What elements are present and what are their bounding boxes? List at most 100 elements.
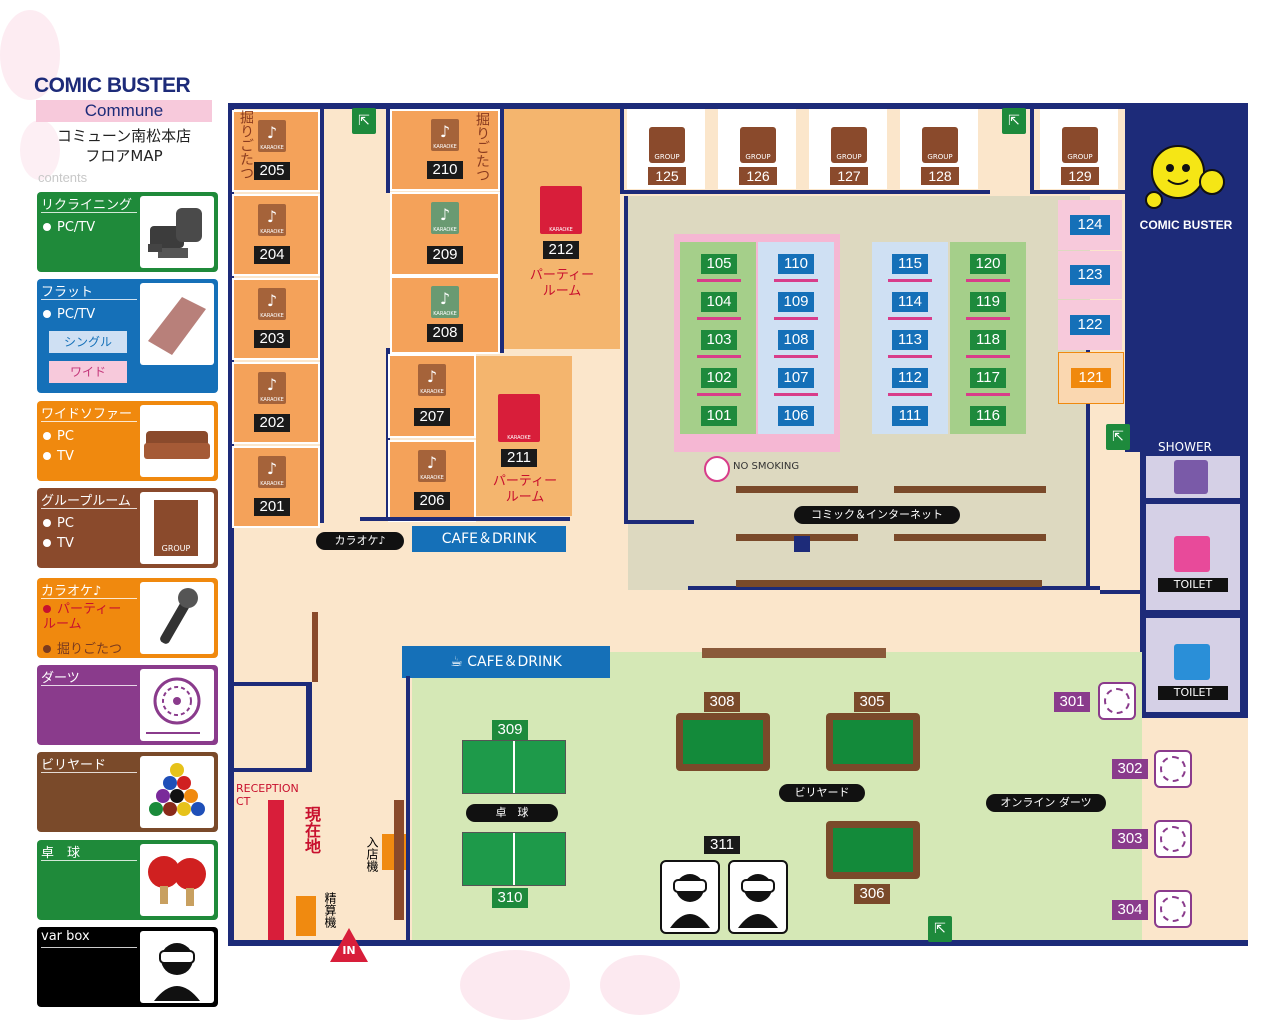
decor-petal (0, 10, 60, 100)
wall (360, 517, 570, 521)
booth-divider (888, 355, 932, 358)
booth-110[interactable]: 110 (760, 248, 830, 282)
emergency-exit-icon: ⇱ (352, 108, 376, 134)
group-icon: GROUP (922, 127, 958, 163)
booth-119[interactable]: 119 (952, 286, 1022, 320)
booth-number: 104 (701, 292, 737, 312)
cafe-drink-2[interactable]: ☕ CAFE＆DRINK (402, 646, 610, 678)
karaoke-icon: ♪KARAOKE (431, 286, 459, 318)
karaoke-icon: ♪KARAOKE (258, 288, 286, 320)
dart-machine-302[interactable] (1154, 750, 1192, 788)
booth-divider (697, 279, 741, 282)
legend-item: PC (43, 429, 74, 444)
booth-102[interactable]: 102 (683, 362, 753, 396)
booth-106[interactable]: 106 (760, 400, 830, 432)
booth-105[interactable]: 105 (683, 248, 753, 282)
vr-booth[interactable] (660, 860, 720, 934)
sofa-room-121[interactable]: 121 (1058, 352, 1124, 404)
booth-107[interactable]: 107 (760, 362, 830, 396)
shower-icon (1174, 460, 1208, 494)
legend-karaoke: カラオケ♪ パーティー ルーム 掘りごたつ (37, 578, 218, 658)
pingpong-table-310[interactable] (462, 832, 566, 886)
booth-divider (888, 279, 932, 282)
dart-machine-304[interactable] (1154, 890, 1192, 928)
booth-112[interactable]: 112 (874, 362, 944, 396)
booth-114[interactable]: 114 (874, 286, 944, 320)
legend-title: var box (41, 929, 90, 944)
booth-108[interactable]: 108 (760, 324, 830, 358)
legend-item: TV (43, 536, 74, 551)
flat-room-124[interactable]: 124 (1058, 200, 1122, 250)
booth-116[interactable]: 116 (952, 400, 1022, 432)
cafe-drink-1[interactable]: CAFE＆DRINK (412, 526, 566, 552)
booth-120[interactable]: 120 (952, 248, 1022, 282)
booth-113[interactable]: 113 (874, 324, 944, 358)
booth-101[interactable]: 101 (683, 400, 753, 432)
legend-recliner: リクライニング PC/TV (37, 192, 218, 272)
booth-number: 109 (778, 292, 814, 312)
reception-label: RECEPTION CT (236, 782, 299, 808)
billiard-table-308[interactable] (676, 713, 770, 771)
booth-109[interactable]: 109 (760, 286, 830, 320)
booth-divider (697, 317, 741, 320)
decor-petal (600, 955, 680, 1015)
karaoke-room-204[interactable]: ♪KARAOKE 204 (232, 194, 320, 276)
no-smoking-icon (704, 456, 730, 482)
room-number: 204 (254, 246, 290, 264)
payment-machine[interactable] (296, 896, 316, 936)
emergency-exit-icon: ⇱ (1002, 108, 1026, 134)
room-number: 212 (543, 241, 579, 259)
room-number: 209 (427, 246, 463, 264)
room-number: 201 (254, 498, 290, 516)
wall (620, 103, 624, 193)
pingpong-number: 310 (492, 888, 528, 908)
party-label: パーティー ルーム (529, 268, 595, 299)
booth-number: 113 (892, 330, 928, 350)
booth-divider (966, 279, 1010, 282)
wall (228, 103, 234, 946)
legend-title: ダーツ (41, 671, 80, 686)
flat-room-122[interactable]: 122 (1058, 300, 1122, 350)
booth-104[interactable]: 104 (683, 286, 753, 320)
entrance-in[interactable]: IN (330, 928, 368, 962)
brand-logo: COMIC BUSTER (34, 74, 191, 97)
group-icon: GROUP (740, 127, 776, 163)
dart-machine-303[interactable] (1154, 820, 1192, 858)
paddle-icon (140, 844, 214, 916)
room-number: 210 (427, 161, 463, 179)
booth-111[interactable]: 111 (874, 400, 944, 432)
billiard-table-306[interactable] (826, 821, 920, 879)
booth-number: 105 (701, 254, 737, 274)
sofa-icon (140, 405, 214, 477)
booth-118[interactable]: 118 (952, 324, 1022, 358)
booth-115[interactable]: 115 (874, 248, 944, 282)
pingpong-table-309[interactable] (462, 740, 566, 794)
booth-103[interactable]: 103 (683, 324, 753, 358)
pingpong-number: 309 (492, 720, 528, 740)
wall (688, 586, 1100, 590)
booth-117[interactable]: 117 (952, 362, 1022, 396)
vr-booth[interactable] (728, 860, 788, 934)
wall (1030, 103, 1034, 193)
karaoke-icon: ♪KARAOKE (258, 204, 286, 236)
vr-headset-icon (140, 931, 214, 1003)
dartboard-icon (140, 669, 214, 741)
flat-room-123[interactable]: 123 (1058, 251, 1122, 299)
billiards-label: ビリヤード (779, 784, 865, 802)
dart-machine-301[interactable] (1098, 682, 1136, 720)
billiard-table-305[interactable] (826, 713, 920, 771)
